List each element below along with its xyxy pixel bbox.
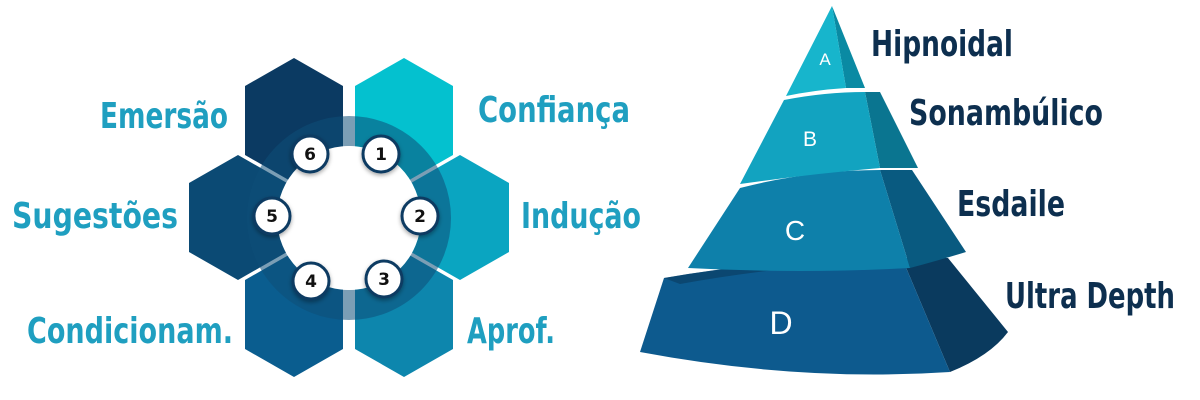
pyramid-tier-c: C [688,170,966,271]
tier-label-b: Sonambúlico [909,93,1103,134]
step-label-3: Aprof. [467,311,555,352]
tier-letter-c: C [785,215,805,246]
tier-b-side [865,92,918,168]
step-badge-6: 6 [290,134,330,174]
tier-b-front [740,92,880,184]
tier-label-c: Esdaile [957,184,1065,225]
tier-a-front [786,6,846,96]
step-badge-5: 5 [252,196,292,236]
step-number-1: 1 [375,145,387,165]
tier-letter-a: A [819,50,831,69]
tier-a-side [832,6,865,88]
step-number-2: 2 [414,207,426,227]
step-label-5: Sugestões [12,196,178,237]
hexagon-cycle: 1 2 3 4 5 6 Confiança Indução Aprof. Con… [12,58,641,377]
tier-label-a: Hipnoidal [871,24,1013,65]
step-badge-4: 4 [291,261,331,301]
step-number-5: 5 [266,207,278,227]
cycle-center-hole [277,146,421,290]
tier-letter-b: B [803,128,817,151]
tier-c-side [880,170,966,268]
tier-c-front [688,170,910,271]
step-badge-2: 2 [400,196,440,236]
step-label-2: Indução [521,196,641,237]
tier-letter-d: D [769,305,792,341]
tier-d-front [640,258,950,375]
pyramid-tier-a: A [786,6,865,96]
pyramid-tier-b: B [740,92,918,184]
step-number-3: 3 [378,270,390,290]
step-label-4: Condicionam. [27,311,233,352]
depth-pyramid: D C B A Hipnoidal Sonambúlico Esdaile Ul… [640,6,1175,375]
step-badge-3: 3 [364,259,404,299]
step-label-1: Confiança [478,90,630,131]
step-number-6: 6 [304,145,316,165]
tier-d-side [902,258,1008,372]
step-badge-1: 1 [361,134,401,174]
pyramid-tier-d: D [640,258,1008,375]
step-number-4: 4 [305,272,317,292]
tier-label-d: Ultra Depth [1005,276,1175,317]
step-label-6: Emersão [100,96,228,137]
